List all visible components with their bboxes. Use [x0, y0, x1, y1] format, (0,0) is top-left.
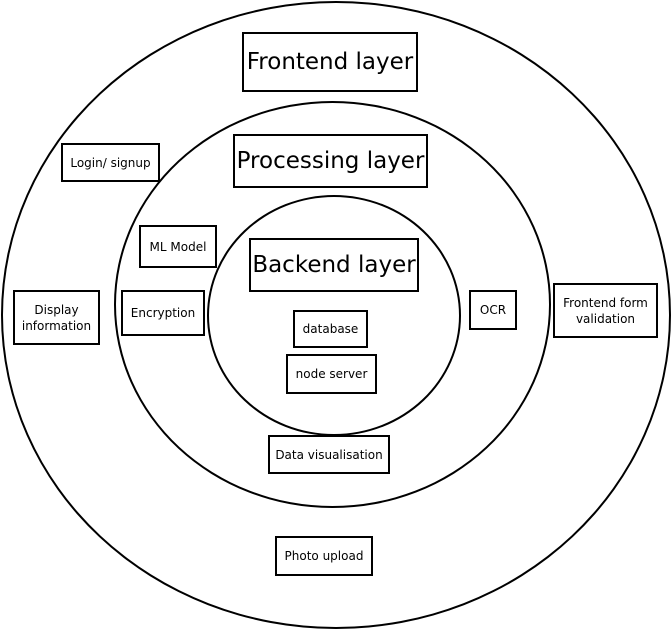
- data-visualisation-box: Data visualisation: [268, 435, 390, 474]
- frontend-form-validation-box: Frontend form validation: [553, 283, 658, 338]
- display-information-box: Display information: [13, 290, 100, 345]
- encryption-box: Encryption: [121, 290, 205, 336]
- processing-layer-ellipse: [114, 101, 551, 508]
- backend-layer-title: Backend layer: [249, 238, 419, 292]
- database-box: database: [293, 310, 368, 348]
- ocr-box: OCR: [469, 290, 517, 330]
- frontend-layer-title: Frontend layer: [242, 32, 418, 92]
- photo-upload-box: Photo upload: [275, 536, 373, 576]
- ml-model-box: ML Model: [139, 225, 217, 268]
- node-server-box: node server: [286, 354, 377, 394]
- login-signup-box: Login/ signup: [61, 143, 160, 182]
- processing-layer-title: Processing layer: [233, 134, 428, 188]
